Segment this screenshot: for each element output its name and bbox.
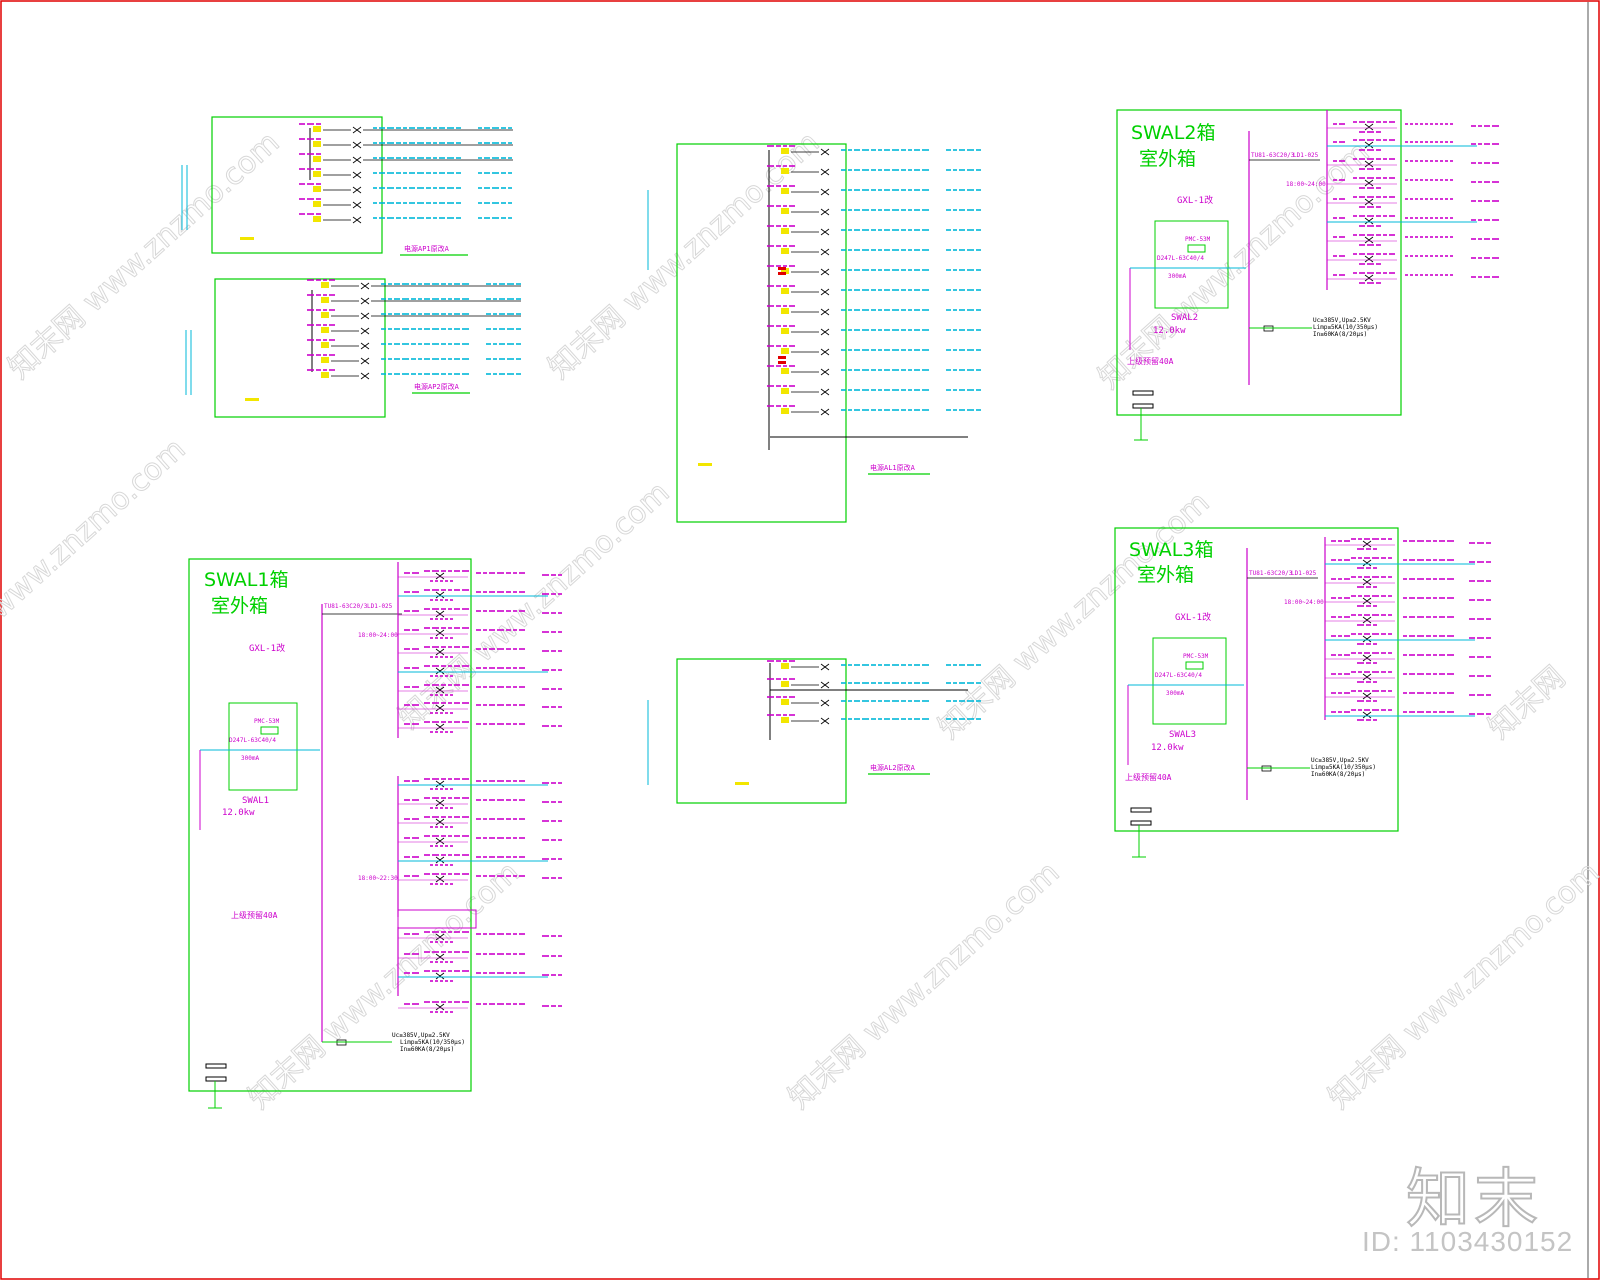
swal3-main: 上级预留40A — [1125, 772, 1172, 782]
watermark-id: ID: 1103430152 — [1362, 1226, 1574, 1257]
swal3-title: SWAL3箱 — [1129, 539, 1213, 561]
svg-text:Uc≥385V,Up≤2.5KV: Uc≥385V,Up≤2.5KV — [392, 1032, 450, 1039]
svg-text:Limp≥5KA(10/350μs): Limp≥5KA(10/350μs) — [1313, 324, 1378, 331]
watermark-logo: 知末 — [1405, 1162, 1542, 1238]
svg-text:知末网 www.znzmo.com: 知末网 www.znzmo.com — [1322, 855, 1600, 1116]
swal1-main: 上级预留40A — [231, 910, 278, 920]
svg-text:TU81-63C20/3: TU81-63C20/3 — [324, 603, 368, 610]
svg-text:知末网 www.znzmo.com: 知末网 www.znzmo.com — [542, 125, 826, 386]
svg-text:www.znzmo.com: www.znzmo.com — [0, 432, 192, 626]
swal3-box: SWAL3箱 室外箱 GXL-1改 PMC-53M D247L-63C40/4 … — [1114, 527, 1491, 858]
svg-text:知末网 www.znzmo.com: 知末网 www.znzmo.com — [782, 855, 1066, 1116]
svg-text:TU81-63C20/3: TU81-63C20/3 — [1251, 152, 1295, 159]
svg-text:PMC-53M: PMC-53M — [1185, 236, 1211, 243]
al2-rows — [767, 660, 981, 725]
svg-text:D247L-63C40/4: D247L-63C40/4 — [1157, 255, 1204, 262]
svg-text:知末网 www.znzmo.com: 知末网 www.znzmo.com — [242, 855, 526, 1116]
swal3-subtitle: 室外箱 — [1137, 564, 1194, 586]
svg-text:18:00~24:00: 18:00~24:00 — [1286, 181, 1326, 188]
swal1-box: SWAL1箱 室外箱 GXL-1改 PMC-53M D247L-63C40/4 … — [188, 558, 562, 1109]
svg-text:Uc≥385V,Up≤2.5KV: Uc≥385V,Up≤2.5KV — [1313, 317, 1371, 324]
ap2-rows — [307, 279, 521, 380]
svg-text:D247L-63C40/4: D247L-63C40/4 — [1155, 672, 1202, 679]
svg-text:D247L-63C40/4: D247L-63C40/4 — [229, 737, 276, 744]
svg-text:In≥60KA(8/20μs): In≥60KA(8/20μs) — [1313, 331, 1367, 338]
svg-text:In≥60KA(8/20μs): In≥60KA(8/20μs) — [1311, 771, 1365, 778]
al1-rows — [767, 145, 981, 416]
swal2-main: 上级预留40A — [1127, 356, 1174, 366]
svg-text:In≥60KA(8/20μs): In≥60KA(8/20μs) — [400, 1046, 454, 1053]
panel-ap1-label: 电源AP1原改A — [404, 244, 450, 253]
svg-text:GXL-1改: GXL-1改 — [1177, 194, 1213, 206]
svg-text:18:00~22:30: 18:00~22:30 — [358, 875, 398, 882]
swal2-power: 12.0kw — [1153, 326, 1186, 336]
svg-text:GXL-1改: GXL-1改 — [1175, 611, 1211, 623]
svg-text:300mA: 300mA — [1166, 690, 1184, 697]
svg-text:知末网: 知末网 — [1482, 660, 1572, 746]
svg-text:300mA: 300mA — [1168, 273, 1186, 280]
svg-text:知末网 www.znzmo.com: 知末网 www.znzmo.com — [2, 125, 286, 386]
svg-text:PMC-53M: PMC-53M — [254, 718, 280, 725]
svg-text:Uc≥385V,Up≤2.5KV: Uc≥385V,Up≤2.5KV — [1311, 757, 1369, 764]
svg-text:300mA: 300mA — [241, 755, 259, 762]
swal2-subtitle: 室外箱 — [1139, 148, 1196, 170]
panel-ap2: 电源AP2原改A — [185, 278, 521, 418]
svg-text:知末网 www.znzmo.com: 知末网 www.znzmo.com — [932, 485, 1216, 746]
ap1-rows — [299, 123, 513, 224]
swal1-gxl: GXL-1改 — [249, 642, 285, 654]
panel-al2-label: 电源AL2原改A — [870, 763, 916, 772]
swal2-name: SWAL2 — [1171, 313, 1198, 323]
svg-text:TU81-63C20/3: TU81-63C20/3 — [1249, 570, 1293, 577]
svg-text:LD1-025: LD1-025 — [367, 603, 393, 610]
panel-al1: 电源AL1原改A — [647, 143, 981, 523]
sw1-rows — [398, 570, 562, 1013]
svg-text:18:00~24:00: 18:00~24:00 — [358, 632, 398, 639]
swal3-power: 12.0kw — [1151, 743, 1184, 753]
swal2-box: SWAL2箱 室外箱 GXL-1改 PMC-53M D247L-63C40/4 … — [1116, 109, 1499, 441]
svg-text:18:00~24:00: 18:00~24:00 — [1284, 599, 1324, 606]
swal2-title: SWAL2箱 — [1131, 122, 1215, 144]
sw2-rows — [1327, 121, 1499, 284]
swal1-name: SWAL1 — [242, 796, 269, 806]
svg-text:Limp≥5KA(10/350μs): Limp≥5KA(10/350μs) — [1311, 764, 1376, 771]
panel-ap1: 电源AP1原改A — [181, 116, 513, 256]
svg-text:LD1-025: LD1-025 — [1293, 152, 1319, 159]
swal3-name: SWAL3 — [1169, 730, 1196, 740]
svg-text:Limp≥5KA(10/350μs): Limp≥5KA(10/350μs) — [400, 1039, 465, 1046]
svg-text:PMC-53M: PMC-53M — [1183, 653, 1209, 660]
sw3-rows — [1325, 538, 1491, 721]
swal1-power: 12.0kw — [222, 808, 255, 818]
svg-text:LD1-025: LD1-025 — [1291, 570, 1317, 577]
swal1-title: SWAL1箱 — [204, 569, 288, 591]
panel-al2: 电源AL2原改A — [647, 658, 981, 804]
panel-al1-label: 电源AL1原改A — [870, 463, 916, 472]
panel-ap2-label: 电源AP2原改A — [414, 382, 460, 391]
svg-text:知末网 www.znzmo.com: 知末网 www.znzmo.com — [392, 475, 676, 736]
swal1-subtitle: 室外箱 — [211, 595, 268, 617]
